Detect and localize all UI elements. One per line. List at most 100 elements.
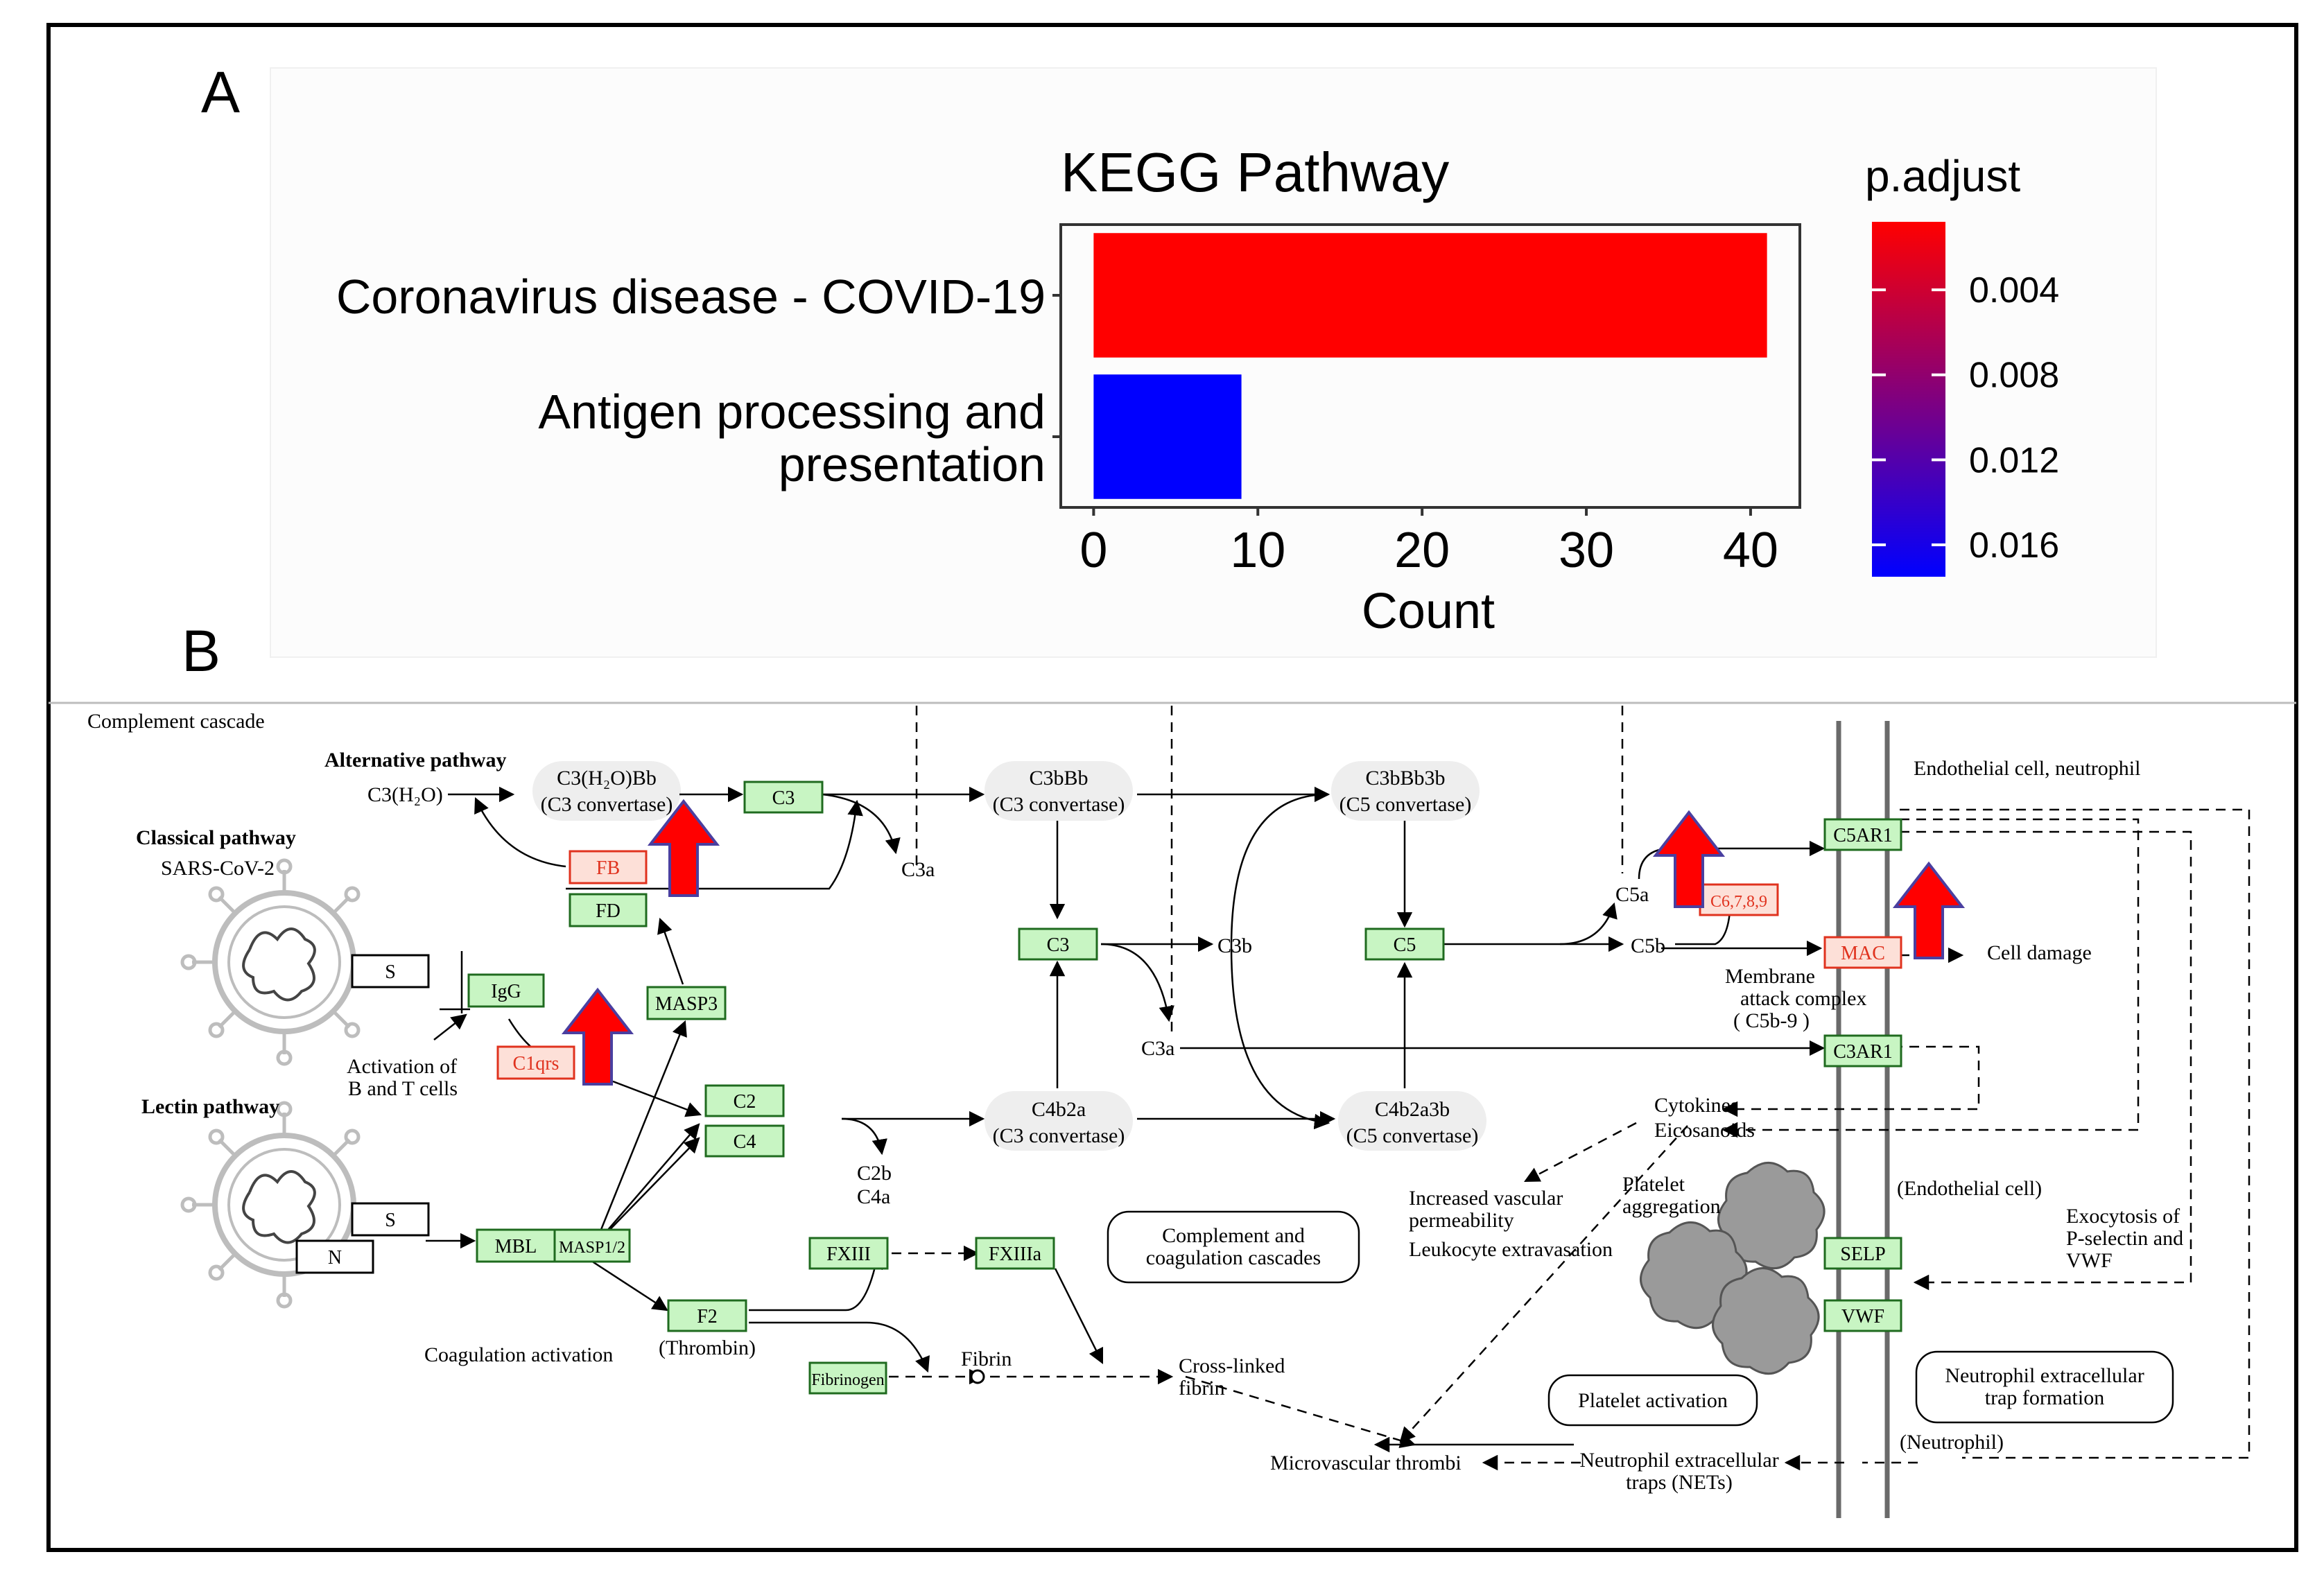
gene-vwf-label: VWF: [1841, 1306, 1884, 1327]
label-c4b2a: C4b2a: [1032, 1098, 1086, 1121]
panel-b: B Complement cascade: [87, 618, 2251, 1518]
up-arrow-c5ar1: [1652, 810, 1726, 908]
process-boxes: [1107, 1210, 2174, 1427]
label-c3b: C3b: [1217, 934, 1252, 957]
fibrin-node: [970, 1369, 985, 1384]
gene-mac-label: MAC: [1841, 943, 1885, 964]
label-classical-pathway: Classical pathway: [136, 826, 296, 849]
gene-igg-label: IgG: [491, 981, 521, 1002]
gene-fxiiia-box: [975, 1237, 1055, 1270]
upregulation-arrows: [561, 799, 1966, 1086]
label-cell-damage: Cell damage: [1987, 941, 2092, 964]
gene-fibrinogen-box: [808, 1361, 887, 1395]
gene-fxiii-label: FXIII: [826, 1244, 871, 1265]
legend-title: p.adjust: [1865, 151, 2020, 201]
gene-f2-label: F2: [697, 1306, 718, 1327]
bar-2: [1093, 374, 1242, 499]
gene-selp-label: SELP: [1840, 1244, 1885, 1265]
label-c4b2a3b: C4b2a3b: [1375, 1098, 1450, 1121]
label-vascular-3: Leukocyte extravasation: [1409, 1238, 1613, 1261]
up-arrow-mac: [1892, 861, 1966, 959]
gene-vwf-box: [1823, 1299, 1902, 1332]
gene-fb-box: [569, 850, 648, 885]
x-axis-label: Count: [1362, 584, 1495, 639]
label-vascular-1: Increased vascular: [1409, 1187, 1563, 1210]
x-tick-label-20: 20: [1394, 523, 1450, 578]
panel-a: A KEGG Pathway Coronavirus disease - COV…: [201, 60, 2157, 658]
panel-a-letter: A: [201, 60, 240, 125]
label-complement-coag-2: coagulation cascades: [1146, 1246, 1321, 1269]
label-mac-1: Membrane: [1725, 965, 1815, 988]
label-c2b: C2b: [857, 1162, 892, 1185]
label-platelet-activation: Platelet activation: [1578, 1389, 1728, 1412]
gene-c3-mid-label: C3: [1047, 934, 1070, 956]
gene-mbl-label: MBL: [495, 1236, 537, 1257]
label-c5b: C5b: [1631, 934, 1665, 957]
label-lectin-pathway: Lectin pathway: [141, 1095, 279, 1118]
label-exocytosis-2: P-selectin and: [2066, 1227, 2183, 1250]
up-arrow-c1qrs: [561, 987, 634, 1086]
label-neutrophil: (Neutrophil): [1900, 1431, 2004, 1454]
label-cytokines: Cytokines: [1654, 1094, 1739, 1117]
gene-c1qrs-box: [496, 1045, 575, 1080]
label-crosslinked-1: Cross-linked: [1179, 1354, 1285, 1377]
gene-s-classical-box: [351, 954, 430, 988]
gene-c2-label: C2: [734, 1091, 756, 1113]
gene-s-lectin-box: [351, 1202, 430, 1237]
x-tick-label-30: 30: [1559, 523, 1614, 578]
platelet-cluster: [1640, 1162, 1826, 1375]
gene-s-lectin-label: S: [385, 1210, 396, 1231]
label-exocytosis-3: VWF: [2066, 1249, 2113, 1272]
x-tick-label-40: 40: [1723, 523, 1778, 578]
label-platelet-agg-2: aggregation: [1622, 1195, 1721, 1218]
gene-c3-top-label: C3: [772, 787, 795, 809]
label-eicosanoids: Eicosanoids: [1654, 1119, 1755, 1142]
label-c3-convertase-1: (C3 convertase): [541, 793, 673, 816]
x-tick-label-0: 0: [1079, 523, 1107, 578]
plot-panel: [1059, 223, 1801, 509]
label-c3-convertase-3: (C3 convertase): [993, 1124, 1125, 1147]
gene-f2-box: [667, 1299, 747, 1332]
label-platelet-agg-1: Platelet: [1622, 1173, 1685, 1196]
gene-mac-box: [1823, 936, 1902, 969]
gene-mbl-box: [476, 1228, 556, 1263]
gene-c3-top-box: [743, 781, 824, 814]
legend-tick-label-2: 0.008: [1969, 356, 2059, 396]
label-c3h2o: C3(H₂O): [367, 783, 443, 806]
label-mac-3: ( C5b-9 ): [1733, 1009, 1810, 1032]
label-c4a: C4a: [857, 1185, 890, 1208]
label-c3-convertase-2: (C3 convertase): [993, 793, 1125, 816]
gene-c6789-box: [1699, 883, 1779, 916]
gene-c5-box: [1364, 927, 1445, 961]
label-mac-2: attack complex: [1740, 987, 1866, 1010]
category-label-2-line-2: presentation: [779, 437, 1046, 491]
compartment-dividers: [915, 706, 1624, 1033]
category-label-1-line-1: Coronavirus disease - COVID-19: [336, 270, 1046, 324]
legend-tick-label-1: 0.004: [1969, 270, 2059, 311]
label-nets-2: traps (NETs): [1626, 1471, 1733, 1494]
gene-fb-label: FB: [596, 857, 620, 879]
label-coag-activation: Coagulation activation: [424, 1343, 613, 1366]
gene-masp12-box: [553, 1228, 631, 1263]
label-c3a-2: C3a: [1141, 1037, 1174, 1060]
gene-c3ar1-label: C3AR1: [1833, 1041, 1893, 1063]
label-c3bbb: C3bBb: [1029, 767, 1088, 790]
label-endothelial-neutrophil: Endothelial cell, neutrophil: [1914, 757, 2140, 780]
gene-c5ar1-label: C5AR1: [1833, 825, 1893, 846]
cell-membrane: [1836, 721, 1890, 1518]
complex-ovals: [532, 761, 1486, 1151]
gene-s-classical-label: S: [385, 961, 396, 983]
label-c5a: C5a: [1615, 883, 1649, 906]
legend-tick-label-4: 0.016: [1969, 525, 2059, 566]
label-endothelial-cell: (Endothelial cell): [1897, 1177, 2042, 1200]
label-sars-cov2: SARS-CoV-2: [161, 857, 275, 880]
pathway-labels: Alternative pathway Classical pathway SA…: [136, 749, 2183, 1494]
gene-igg-box: [467, 973, 545, 1008]
gene-c1qrs-label: C1qrs: [513, 1053, 560, 1074]
pathway-header: Complement cascade: [87, 710, 265, 733]
